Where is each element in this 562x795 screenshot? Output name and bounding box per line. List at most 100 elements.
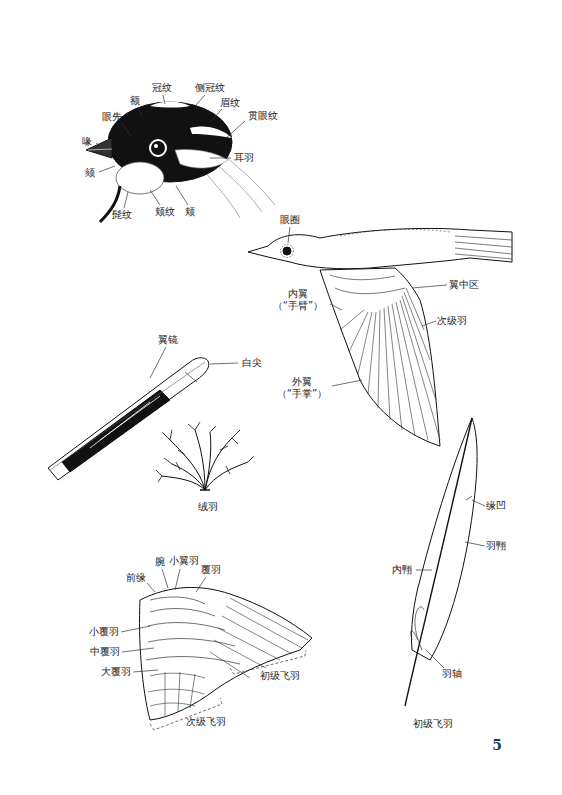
part-label: 额 — [130, 95, 140, 107]
wing-feather-part — [185, 372, 197, 382]
part-label: 羽轴 — [442, 668, 462, 680]
part-label: 覆羽 — [201, 564, 221, 576]
wing-feather-part — [48, 358, 209, 480]
page-number: 5 — [492, 739, 502, 751]
leader-lines-part — [176, 186, 188, 205]
leader-lines-part — [210, 109, 222, 122]
leader-lines-part — [426, 650, 444, 668]
part-label: 中覆羽 — [90, 646, 120, 658]
leader-lines-part — [122, 648, 154, 652]
primary-feather-part — [411, 607, 424, 650]
leader-lines-part — [226, 121, 245, 138]
primary-feather — [405, 418, 477, 706]
flying-bird-part — [283, 247, 291, 255]
leader-lines-part — [162, 569, 168, 588]
leader-lines-part — [288, 227, 290, 243]
leader-lines — [150, 347, 238, 378]
wing-feather-part — [50, 362, 205, 470]
flying-bird-part — [330, 275, 405, 294]
leader-lines — [121, 569, 206, 672]
part-label: 前缘 — [126, 572, 146, 584]
bird-head-part — [190, 126, 232, 138]
wing-feather-part — [90, 396, 166, 448]
part-label: 内翈 — [392, 564, 412, 576]
bird-head-part — [116, 162, 164, 194]
part-label: 喙 — [82, 136, 92, 148]
leader-lines-part — [472, 500, 485, 506]
part-label: 眼先 — [102, 111, 122, 123]
part-label: 腕 — [155, 556, 165, 568]
part-label: 内翼 （“手臂”） — [268, 288, 328, 312]
leader-lines-part — [163, 95, 165, 104]
part-label: 贯眼纹 — [248, 110, 278, 122]
bird-head-part — [175, 149, 228, 168]
bird-head-part — [88, 149, 112, 150]
leader-lines-part — [330, 304, 342, 310]
bird-head-part — [150, 102, 190, 108]
bird-head — [86, 102, 275, 223]
leader-lines-part — [210, 158, 231, 159]
primary-feather-part — [466, 496, 472, 500]
down-feather-part — [200, 489, 210, 491]
part-label: 次级飞羽 — [186, 716, 226, 728]
open-wing-part — [210, 598, 308, 678]
part-label: 翼中区 — [449, 279, 479, 291]
down-feather — [156, 422, 254, 490]
open-wing — [139, 587, 312, 730]
open-wing-part — [139, 587, 312, 720]
part-label: 缘凹 — [486, 500, 506, 512]
leader-lines-part — [124, 192, 128, 208]
part-label: 颏 — [85, 167, 95, 179]
part-label: 侧冠纹 — [195, 82, 225, 94]
leader-lines-part — [465, 542, 485, 546]
leader-lines-part — [196, 577, 206, 592]
part-label: 颊纹 — [155, 206, 175, 218]
down-feather-part — [162, 430, 248, 490]
part-label: 羽翈 — [486, 540, 506, 552]
leader-lines — [96, 95, 245, 208]
flying-bird-part — [281, 245, 294, 258]
part-label: 绒羽 — [198, 501, 218, 513]
flying-bird — [248, 228, 512, 446]
part-label: 髭纹 — [112, 209, 132, 221]
leader-lines-part — [150, 190, 160, 205]
part-label: 外翼 （“手掌”） — [272, 376, 332, 400]
part-label: 翼镜 — [158, 334, 178, 346]
primary-feather-part — [405, 418, 472, 706]
part-label: 眉纹 — [220, 97, 240, 109]
part-label: 白尖 — [242, 357, 262, 369]
part-label: 眼圈 — [280, 214, 300, 226]
bird-head-part — [150, 140, 166, 156]
leader-lines-part — [416, 570, 432, 571]
leader-lines-part — [133, 670, 158, 672]
part-label: 初级飞羽 — [260, 670, 300, 682]
leader-lines-part — [96, 143, 104, 148]
flying-bird-part — [455, 236, 512, 259]
leader-lines-part — [147, 583, 155, 592]
bird-head-part — [154, 144, 158, 148]
leader-lines-part — [195, 95, 205, 106]
part-label: 颊 — [185, 206, 195, 218]
wing-feather — [48, 358, 209, 480]
leader-lines-part — [121, 626, 150, 632]
leader-lines-part — [175, 569, 180, 590]
part-label: 大覆羽 — [101, 666, 131, 678]
leader-lines-part — [210, 363, 238, 364]
leader-lines-part — [138, 108, 142, 116]
leader-lines-part — [121, 123, 132, 137]
open-wing-part — [146, 597, 240, 664]
leader-lines-part — [332, 380, 362, 386]
open-wing-part — [148, 672, 205, 716]
leader-lines-part — [150, 347, 166, 378]
leader-lines-part — [422, 321, 436, 326]
flying-bird-part — [340, 229, 450, 236]
part-label: 耳羽 — [234, 152, 254, 164]
wing-feather-part — [62, 390, 170, 472]
part-label: 小翼羽 — [169, 555, 199, 567]
leader-lines-part — [412, 285, 447, 288]
flying-bird-part — [340, 288, 440, 440]
part-label: 初级飞羽 — [413, 718, 453, 730]
part-label: 小覆羽 — [89, 626, 119, 638]
flying-bird-part — [248, 228, 512, 268]
